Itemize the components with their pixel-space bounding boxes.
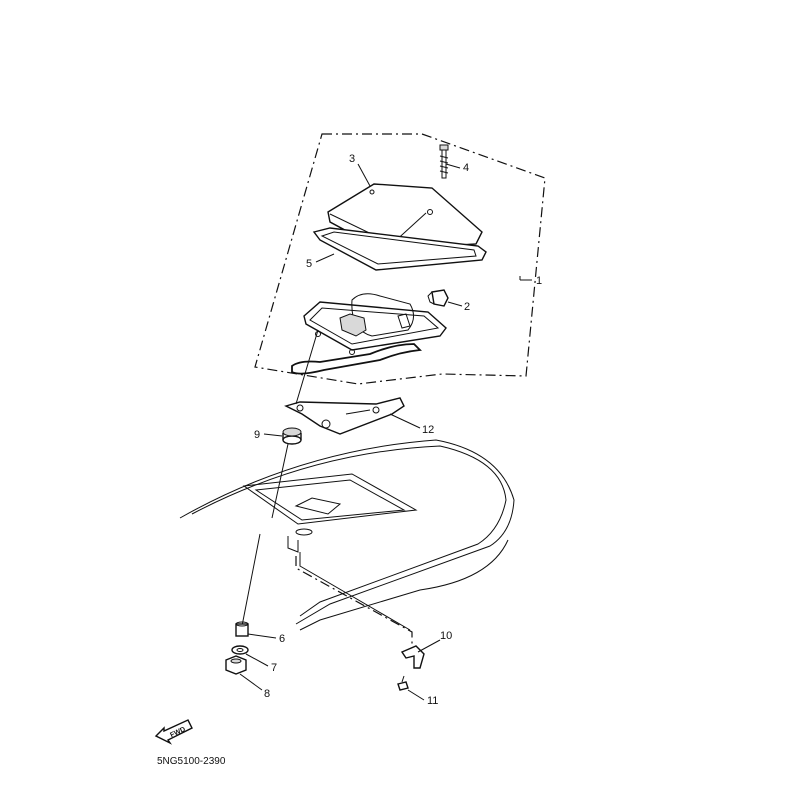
- clamp-part: [400, 645, 425, 669]
- fender-outline: [179, 439, 515, 631]
- callout-leaders: [239, 163, 532, 701]
- routing-line: [295, 556, 413, 650]
- callout-11: 11: [427, 695, 438, 707]
- callout-12: 12: [422, 424, 434, 436]
- housing-part: [291, 293, 447, 375]
- callout-7: 7: [271, 662, 277, 674]
- callout-6: 6: [279, 633, 285, 645]
- callout-8: 8: [264, 688, 270, 700]
- forward-arrow-icon: FWD: [154, 719, 193, 745]
- callout-3: 3: [349, 153, 355, 165]
- screw-part: [439, 144, 449, 179]
- callout-4: 4: [463, 162, 469, 174]
- washer-part: [231, 645, 249, 655]
- small-screw-part: [397, 675, 409, 691]
- callout-10: 10: [440, 630, 452, 642]
- callout-5: 5: [306, 258, 312, 270]
- drawing-code: 5NG5100-2390: [157, 756, 226, 767]
- callout-2: 2: [464, 301, 470, 313]
- bulb-part: [427, 289, 449, 307]
- gasket-part: [312, 227, 487, 271]
- callout-9: 9: [254, 429, 260, 441]
- bracket-part: [284, 397, 405, 435]
- assembly-boundary: [254, 133, 546, 385]
- collar-part: [235, 621, 249, 637]
- callout-1: 1: [536, 275, 542, 287]
- nut-part: [225, 655, 247, 675]
- alignment-line: [241, 329, 411, 631]
- grommet-part: [282, 427, 302, 445]
